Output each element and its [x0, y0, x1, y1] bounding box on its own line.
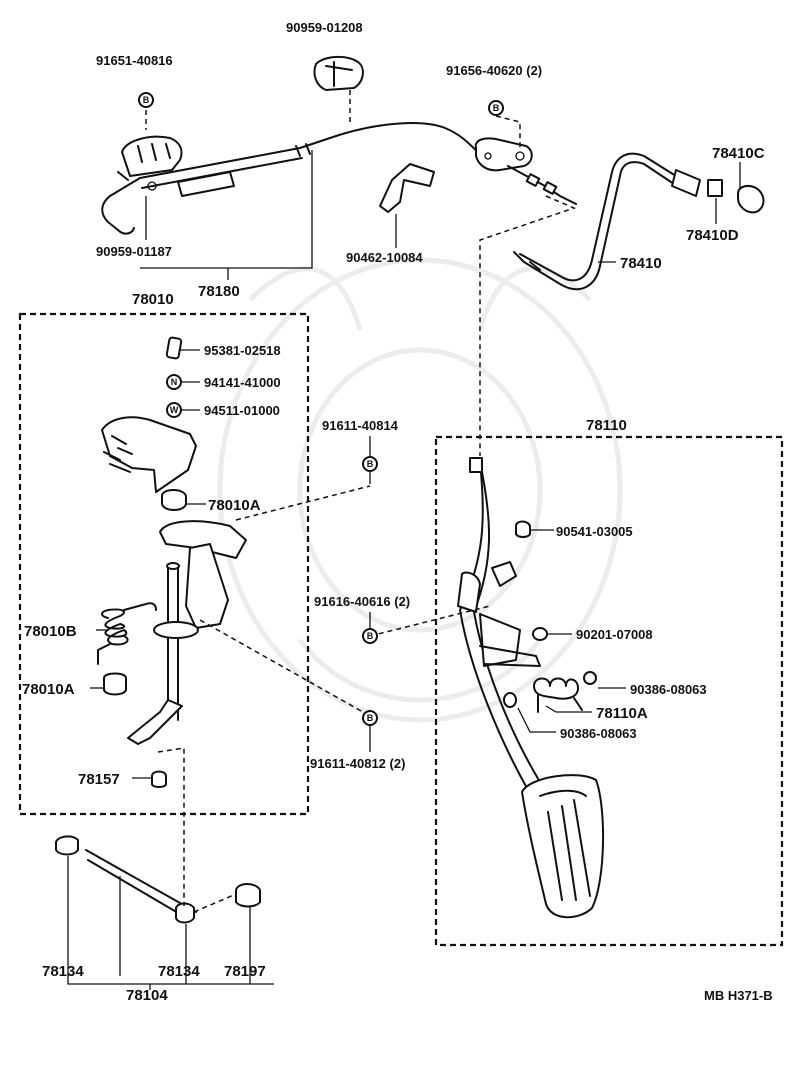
label-78010A-top: 78010A	[208, 497, 261, 514]
label-78110A: 78110A	[596, 705, 648, 722]
label-94141-41000: 94141-41000	[204, 375, 281, 390]
diagram-code: MB H371-B	[704, 988, 773, 1003]
label-91651-40816: 91651-40816	[96, 53, 173, 68]
symbol-circle-b	[362, 628, 378, 644]
symbol-n: N	[171, 377, 178, 387]
symbol-w: W	[170, 405, 179, 415]
label-95381-02518: 95381-02518	[204, 343, 281, 358]
label-90959-01187: 90959-01187	[96, 244, 172, 259]
label-90201-07008: 90201-07008	[576, 627, 653, 642]
group-label-78180: 78180	[198, 283, 240, 300]
symbol-circle-n	[166, 374, 182, 390]
symbol-b: B	[367, 713, 374, 723]
label-91611-40814: 91611-40814	[322, 418, 399, 433]
label-78157: 78157	[78, 771, 120, 788]
label-94511-01000: 94511-01000	[204, 403, 280, 418]
bracket-90462	[379, 163, 435, 213]
label-91616-40616: 91616-40616 (2)	[314, 594, 410, 609]
label-90959-01208: 90959-01208	[286, 20, 363, 35]
label-78197: 78197	[224, 963, 266, 980]
leader-lines	[67, 150, 741, 990]
label-78134-left: 78134	[42, 963, 84, 980]
dashed-connectors	[145, 90, 577, 913]
symbol-circle-b	[362, 456, 378, 472]
label-78134-right: 78134	[158, 963, 200, 980]
label-78010B: 78010B	[24, 623, 77, 640]
symbol-b: B	[143, 95, 150, 105]
group-label-78110: 78110	[586, 417, 627, 434]
group-label-78104: 78104	[126, 987, 168, 1004]
symbol-circle-b	[138, 92, 154, 108]
label-90386-08063-upper: 90386-08063	[630, 682, 707, 697]
label-78410C: 78410C	[712, 145, 765, 162]
accelerator-pedal-78110	[457, 457, 605, 919]
label-90541-03005: 90541-03005	[556, 524, 633, 539]
lever-assembly-78010	[97, 336, 247, 788]
label-90462-10084: 90462-10084	[346, 250, 423, 265]
group-box-78110	[434, 435, 784, 947]
label-90386-08063-lower: 90386-08063	[560, 726, 637, 741]
label-78410D: 78410D	[686, 227, 739, 244]
cable-78410	[513, 152, 765, 291]
group-label-78010: 78010	[132, 291, 174, 308]
label-91656-40620: 91656-40620 (2)	[446, 63, 542, 78]
group-box-78010	[18, 312, 310, 816]
label-78010A-bottom: 78010A	[22, 681, 75, 698]
symbol-circle-b	[488, 100, 504, 116]
label-78410: 78410	[620, 255, 662, 272]
symbol-b: B	[367, 631, 374, 641]
shaft-assembly-78104	[55, 835, 261, 924]
symbol-circle-w	[166, 402, 182, 418]
symbol-markers: B B N W B B B	[138, 92, 504, 726]
label-91611-40812: 91611-40812 (2)	[310, 756, 405, 771]
throttle-cable-assembly	[101, 56, 577, 235]
symbol-circle-b	[362, 710, 378, 726]
watermark	[217, 257, 623, 723]
symbol-b: B	[367, 459, 374, 469]
symbol-b: B	[493, 103, 500, 113]
part-labels: 90959-01208 91651-40816 91656-40620 (2) …	[22, 20, 773, 1004]
